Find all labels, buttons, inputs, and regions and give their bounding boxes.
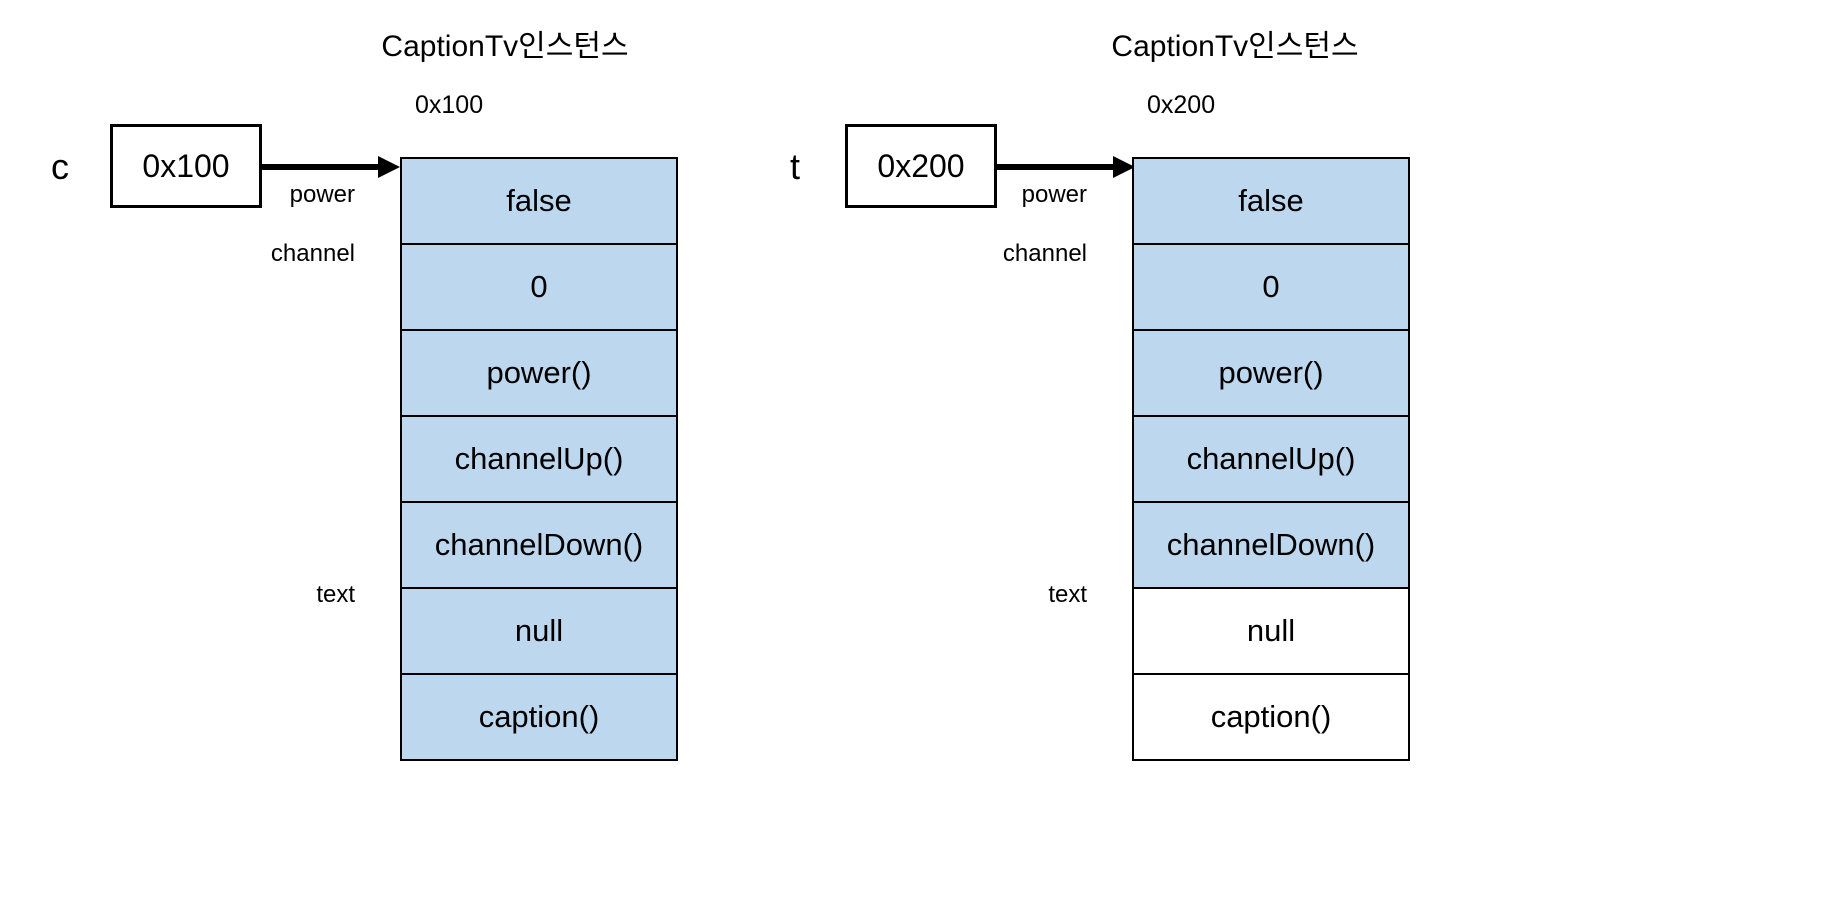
table-row: channelDown() bbox=[1134, 503, 1408, 589]
instance-field-table: false 0 power() channelUp() channelDown(… bbox=[400, 157, 678, 761]
row-value: caption() bbox=[478, 699, 600, 734]
table-row: false bbox=[402, 159, 676, 245]
variable-value-box: 0x200 bbox=[845, 124, 997, 208]
instance-address-label: 0x100 bbox=[415, 91, 484, 119]
instance-address-label: 0x200 bbox=[1147, 91, 1216, 119]
instance-title: CaptionTv인스턴스 bbox=[381, 30, 629, 63]
row-value: caption() bbox=[1210, 699, 1332, 734]
arrow-head-icon bbox=[378, 156, 400, 178]
table-row: channelUp() bbox=[402, 417, 676, 503]
row-value: 0 bbox=[1262, 269, 1280, 304]
instance-field-table: false 0 power() channelUp() channelDown(… bbox=[1132, 157, 1410, 761]
row-value: null bbox=[514, 613, 564, 648]
table-row: null bbox=[402, 589, 676, 675]
field-label-power: power bbox=[289, 181, 355, 208]
table-row: null bbox=[1134, 589, 1408, 675]
row-value: 0 bbox=[530, 269, 548, 304]
variable-value-text: 0x100 bbox=[142, 147, 230, 184]
row-value: channelUp() bbox=[1186, 441, 1356, 476]
table-row: power() bbox=[402, 331, 676, 417]
arrow-shaft bbox=[260, 164, 382, 170]
variable-value-text: 0x200 bbox=[877, 147, 965, 184]
instance-title: CaptionTv인스턴스 bbox=[1111, 30, 1359, 63]
table-row: 0 bbox=[402, 245, 676, 331]
field-label-power: power bbox=[1021, 181, 1087, 208]
row-value: null bbox=[1246, 613, 1296, 648]
arrow-shaft bbox=[995, 164, 1117, 170]
variable-name: t bbox=[789, 146, 800, 187]
object-diagram-left: CaptionTv인스턴스 0x100 c 0x100 power channe… bbox=[0, 0, 900, 899]
reference-arrow bbox=[995, 152, 1145, 182]
field-label-text: text bbox=[1048, 581, 1087, 608]
reference-arrow bbox=[260, 152, 410, 182]
arrow-head-icon bbox=[1113, 156, 1135, 178]
table-row: channelDown() bbox=[402, 503, 676, 589]
table-row: channelUp() bbox=[1134, 417, 1408, 503]
row-value: false bbox=[1238, 183, 1304, 218]
table-row: caption() bbox=[1134, 675, 1408, 761]
table-row: false bbox=[1134, 159, 1408, 245]
table-row: caption() bbox=[402, 675, 676, 761]
row-value: channelUp() bbox=[454, 441, 624, 476]
table-row: power() bbox=[1134, 331, 1408, 417]
field-label-channel: channel bbox=[270, 240, 355, 267]
row-value: false bbox=[506, 183, 572, 218]
variable-name: c bbox=[51, 146, 69, 187]
object-diagram-right: CaptionTv인스턴스 0x200 t 0x200 power channe… bbox=[735, 0, 1635, 899]
row-value: power() bbox=[486, 355, 592, 390]
row-value: channelDown() bbox=[1166, 527, 1376, 562]
row-value: power() bbox=[1218, 355, 1324, 390]
row-value: channelDown() bbox=[434, 527, 644, 562]
field-label-channel: channel bbox=[1002, 240, 1087, 267]
table-row: 0 bbox=[1134, 245, 1408, 331]
field-label-text: text bbox=[316, 581, 355, 608]
